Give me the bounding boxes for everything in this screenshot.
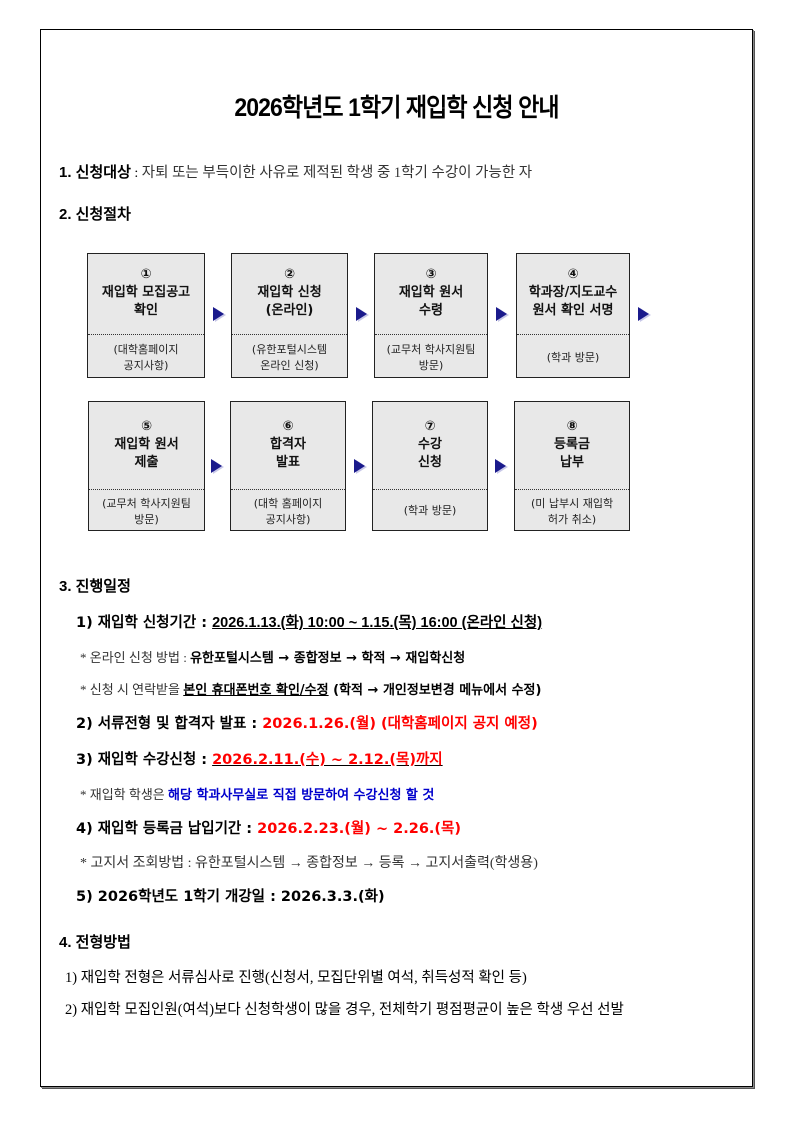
step-title: 재입학 원서 (398, 285, 464, 300)
step-number: ② (283, 267, 295, 282)
step-note: (대학 홈페이지 (253, 497, 323, 510)
schedule-item-2: 2) 서류전형 및 합격자 발표 : 2026.1.26.(월) (대학홈페이지… (76, 715, 538, 733)
step-title-2: 납부 (560, 455, 584, 470)
dotted-divider (375, 334, 487, 335)
item-label: 3) 재입학 수강신청 : (76, 752, 213, 768)
page-title: 2026학년도 1학기 재입학 신청 안내 (234, 94, 559, 122)
step-note-2: 공지사항) (265, 513, 311, 526)
step-title-2: 발표 (276, 455, 300, 470)
note-prefix: * 온라인 신청 방법 : (80, 650, 191, 665)
step-note: (학과 방문) (546, 351, 600, 364)
step-note: (교무처 학사지원팀 (386, 343, 476, 356)
step-number: ⑤ (140, 419, 152, 434)
schedule-item-3: 3) 재입학 수강신청 : 2026.2.11.(수) ~ 2.12.(목)까지 (76, 751, 443, 769)
step-note: (학과 방문) (403, 504, 457, 517)
schedule-note-2: * 신청 시 연락받을 본인 휴대폰번호 확인/수정 (학적 → 개인정보변경 … (80, 681, 541, 700)
arrow-right-icon (213, 307, 224, 321)
step-title-2: 제출 (134, 455, 159, 470)
dotted-divider (515, 489, 629, 490)
schedule-item-4: 4) 재입학 등록금 납입기간 : 2026.2.23.(월) ~ 2.26.(… (76, 820, 461, 838)
step-title: 합격자 (270, 437, 306, 452)
note-prefix: * 재입학 학생은 (80, 787, 169, 802)
step-title-2: (온라인) (265, 303, 314, 318)
arrow-right-icon (354, 459, 365, 473)
dotted-divider (517, 334, 629, 335)
step-note-2: 방문) (134, 513, 159, 526)
dotted-divider (232, 334, 347, 335)
dotted-divider (373, 489, 487, 490)
dotted-divider (88, 334, 204, 335)
step-note: (교무처 학사지원팀 (102, 497, 191, 510)
arrow-right-icon (496, 307, 507, 321)
note-value: 유한포털시스템 → 종합정보 → 학적 → 재입학신청 (190, 651, 466, 666)
step-note: (대학홈페이지 (113, 343, 179, 356)
schedule-note-4: * 고지서 조회방법 : 유한포털시스템 → 종합정보 → 등록 → 고지서출력… (80, 856, 538, 871)
step-note-2: 온라인 신청) (260, 359, 319, 372)
step-number: ⑦ (424, 419, 436, 434)
item-label: 4) 재입학 등록금 납입기간 : (76, 821, 258, 837)
dotted-divider (89, 489, 204, 490)
step-title: 학과장/지도교수 (528, 285, 618, 300)
selection-item-1: 1) 재입학 전형은 서류심사로 진행(신청서, 모집단위별 여석, 취득성적 … (65, 970, 527, 986)
step-title-2: 확인 (134, 303, 158, 318)
step-number: ⑧ (566, 419, 578, 434)
note-value: 본인 휴대폰번호 확인/수정 (183, 683, 329, 698)
note-value: 해당 학과사무실로 직접 방문하여 수강신청 할 것 (168, 788, 435, 803)
section-text: 자퇴 또는 부득이한 사유로 제적된 학생 중 1학기 수강이 가능한 자 (141, 165, 533, 181)
section-target: 1. 신청대상 : 자퇴 또는 부득이한 사유로 제적된 학생 중 1학기 수강… (59, 164, 532, 183)
arrow-right-icon (211, 459, 222, 473)
section-procedure-label: 2. 신청절차 (59, 206, 131, 223)
step-note-2: 방문) (418, 359, 444, 372)
item-value: 2026.3.3.(화) (280, 889, 385, 905)
section-label: 1. 신청대상 (59, 164, 131, 181)
step-title: 재입학 신청 (257, 285, 322, 300)
item-value: 2026.1.13.(화) 10:00 ~ 1.15.(목) 16:00 (온라… (212, 615, 543, 631)
item-label: 2) 서류전형 및 합격자 발표 : (76, 716, 263, 732)
document-frame (40, 29, 753, 1087)
step-title-2: 원서 확인 서명 (532, 303, 614, 318)
arrow-right-icon (495, 459, 506, 473)
schedule-item-1: 1) 재입학 신청기간 : 2026.1.13.(화) 10:00 ~ 1.15… (76, 614, 542, 632)
step-note: (미 납부시 재입학 (530, 497, 614, 510)
section-selection-label: 4. 전형방법 (59, 934, 131, 951)
step-title: 수강 (418, 437, 442, 452)
item-label: 1) 재입학 신청기간 : (76, 615, 213, 631)
schedule-note-3: * 재입학 학생은 해당 학과사무실로 직접 방문하여 수강신청 할 것 (80, 786, 434, 805)
selection-item-2: 2) 재입학 모집인원(여석)보다 신청학생이 많을 경우, 전체학기 평점평균… (65, 1002, 624, 1018)
step-title: 재입학 모집공고 (101, 285, 191, 300)
step-title: 재입학 원서 (114, 437, 179, 452)
separator: : (130, 166, 142, 181)
step-note-2: 허가 취소) (547, 513, 597, 526)
item-label: 5) 2026학년도 1학기 개강일 : (76, 889, 281, 905)
step-note: (유한포털시스템 (251, 343, 328, 356)
item-value: 2026.1.26.(월) (대학홈페이지 공지 예정) (262, 716, 538, 732)
arrow-right-icon (356, 307, 367, 321)
item-value: 2026.2.23.(월) ~ 2.26.(목) (257, 821, 462, 837)
section-schedule-label: 3. 진행일정 (59, 578, 131, 595)
step-number: ① (140, 267, 152, 282)
step-title-2: 신청 (418, 455, 442, 470)
step-note-2: 공지사항) (123, 359, 169, 372)
note-prefix: * 신청 시 연락받을 (80, 682, 184, 697)
dotted-divider (231, 489, 345, 490)
step-number: ⑥ (282, 419, 294, 434)
step-title-2: 수령 (419, 303, 443, 318)
item-value: 2026.2.11.(수) ~ 2.12.(목)까지 (212, 752, 443, 768)
step-number: ④ (567, 267, 579, 282)
schedule-item-5: 5) 2026학년도 1학기 개강일 : 2026.3.3.(화) (76, 888, 385, 906)
arrow-right-icon (638, 307, 649, 321)
note-suffix: (학적 → 개인정보변경 메뉴에서 수정) (328, 683, 542, 698)
step-title: 등록금 (554, 437, 590, 452)
step-number: ③ (425, 267, 437, 282)
schedule-note-1: * 온라인 신청 방법 : 유한포털시스템 → 종합정보 → 학적 → 재입학신… (80, 649, 465, 668)
